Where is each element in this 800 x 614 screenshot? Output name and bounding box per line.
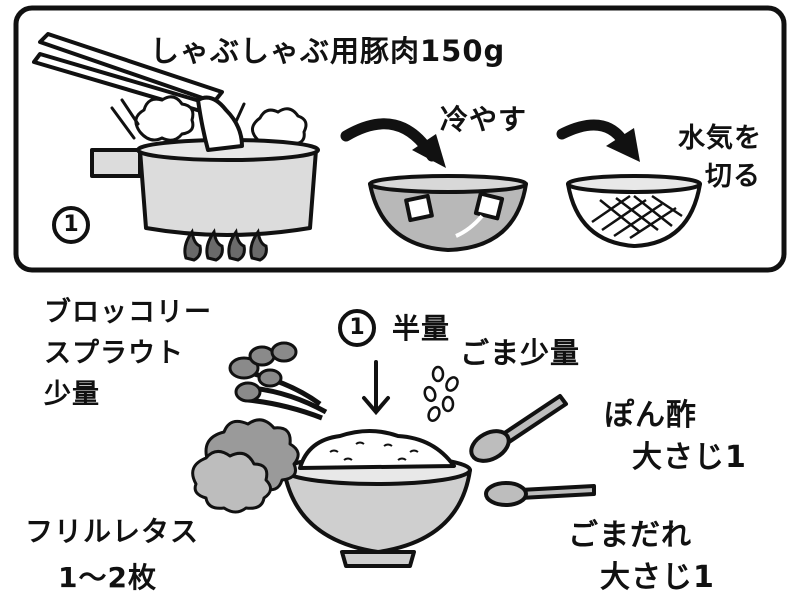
cool-label: 冷やす bbox=[440, 103, 528, 136]
rice-bowl-icon bbox=[282, 429, 472, 568]
step-number-badge: 1 bbox=[52, 206, 90, 244]
flame-icon bbox=[183, 228, 268, 262]
ponzu-label-line2: 大さじ1 bbox=[632, 440, 747, 475]
step-ref-badge: 1 bbox=[338, 309, 376, 347]
down-arrow-icon bbox=[362, 360, 390, 416]
sprout-label-line3: 少量 bbox=[44, 379, 100, 410]
pot-icon bbox=[90, 95, 320, 237]
drain-label-line2: 切る bbox=[705, 161, 761, 192]
step-ref-amount: 半量 bbox=[392, 312, 451, 345]
sprout-label-line2: スプラウト bbox=[44, 338, 184, 369]
sesame-label: ごま少量 bbox=[460, 336, 581, 370]
sprout-label-line1: ブロッコリー bbox=[44, 297, 212, 328]
steam-icon bbox=[134, 95, 308, 151]
sprout-icon bbox=[228, 341, 328, 421]
arrow-head bbox=[412, 128, 640, 168]
ponzu-label-line1: ぽん酢 bbox=[604, 398, 697, 433]
lettuce-label-line1: フリルレタス bbox=[25, 515, 200, 548]
gomadare-label-line2: 大さじ1 bbox=[600, 560, 715, 595]
gomadare-label-line1: ごまだれ bbox=[568, 518, 692, 553]
drain-label-line1: 水気を bbox=[678, 123, 762, 154]
sesame-icon bbox=[423, 365, 459, 422]
ice-bowl-icon bbox=[368, 174, 528, 252]
pork-title: しゃぶしゃぶ用豚肉150g bbox=[150, 34, 506, 68]
lettuce-label-line2: 1〜2枚 bbox=[58, 561, 157, 594]
lettuce-icon bbox=[191, 418, 300, 514]
colander-icon bbox=[566, 174, 702, 248]
spoon-icon bbox=[469, 394, 596, 507]
